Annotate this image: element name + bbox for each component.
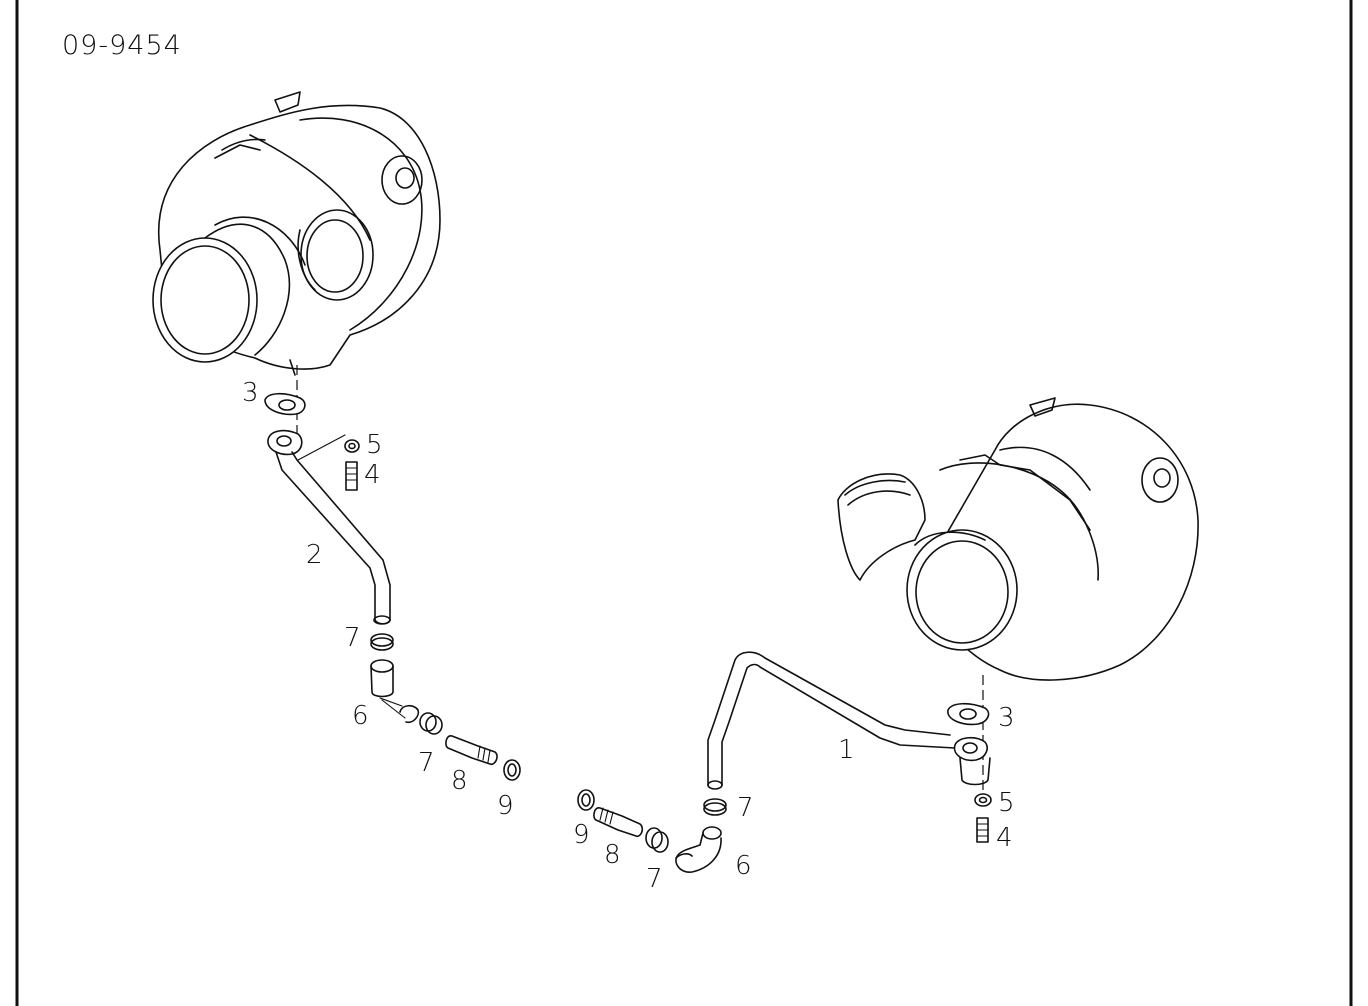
callout-right-bolt: 4 (996, 823, 1013, 853)
callout-right-pipe: 1 (838, 735, 855, 765)
callout-right-clamp-upper: 7 (737, 793, 754, 823)
bolt-right (976, 817, 989, 843)
clamp-left-upper (370, 633, 394, 651)
drawing-number: 09-9454 (62, 30, 182, 61)
turbocharger-right (837, 397, 1199, 681)
connector-right (593, 807, 644, 838)
connector-left (445, 735, 498, 766)
callout-right-connector: 8 (604, 840, 621, 870)
gasket-left (264, 392, 306, 416)
callout-left-hose: 6 (352, 701, 369, 731)
callout-right-seal: 9 (573, 820, 590, 850)
hose-right (675, 826, 722, 873)
washer-right (974, 793, 992, 807)
callout-left-gasket: 3 (242, 378, 259, 408)
clamp-left-lower (419, 712, 443, 735)
callout-right-gasket: 3 (998, 703, 1015, 733)
oil-pipe-left (267, 429, 391, 625)
callout-left-pipe: 2 (306, 540, 323, 570)
clamp-right-lower (645, 827, 669, 853)
callout-right-clamp-lower: 7 (646, 864, 663, 894)
callout-right-hose: 6 (735, 851, 752, 881)
callout-right-washer: 5 (998, 788, 1015, 818)
turbocharger-left (152, 91, 441, 376)
callout-left-clamp-upper: 7 (344, 623, 361, 653)
hose-left (370, 659, 420, 724)
washer-left (344, 439, 360, 453)
callout-left-bolt: 4 (364, 460, 381, 490)
gasket-right (947, 702, 990, 726)
seal-right (577, 789, 595, 811)
callout-left-connector: 8 (451, 766, 468, 796)
callout-left-washer: 5 (366, 430, 383, 460)
clamp-right-upper (703, 798, 727, 816)
seal-left (503, 759, 521, 781)
oil-pipe-right (707, 651, 991, 790)
callout-left-seal: 9 (497, 791, 514, 821)
callout-left-clamp-lower: 7 (418, 748, 435, 778)
bolt-left (345, 461, 358, 491)
